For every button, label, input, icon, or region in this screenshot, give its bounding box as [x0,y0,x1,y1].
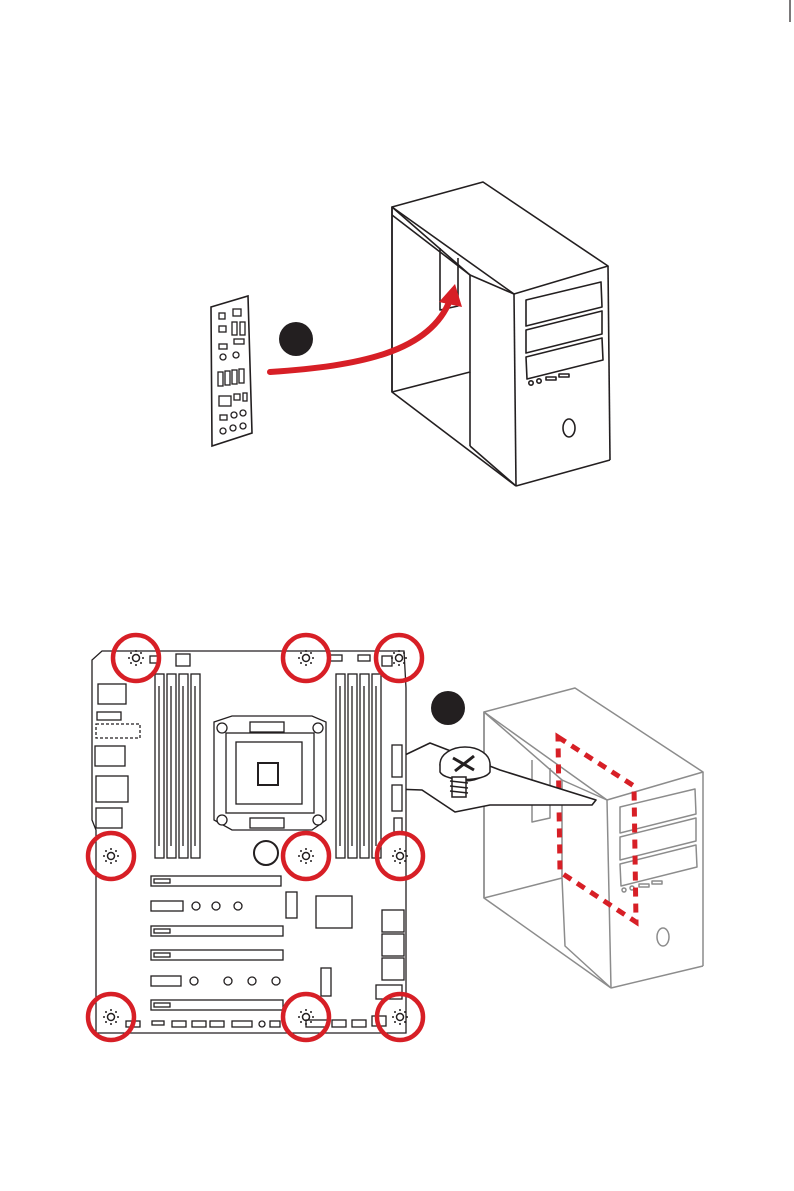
step-badge-2 [431,691,465,725]
motherboard-outline [92,651,406,1033]
io-shield [211,296,252,446]
top-figure [211,182,610,486]
cpu-socket [214,716,326,830]
step-badge-1 [279,322,313,356]
motherboard [92,651,406,1033]
computer-case-faded [484,688,703,988]
cmos-battery [254,841,278,865]
chipset [316,896,352,928]
bottom-figure [88,635,703,1040]
standoff-outline [558,737,636,922]
